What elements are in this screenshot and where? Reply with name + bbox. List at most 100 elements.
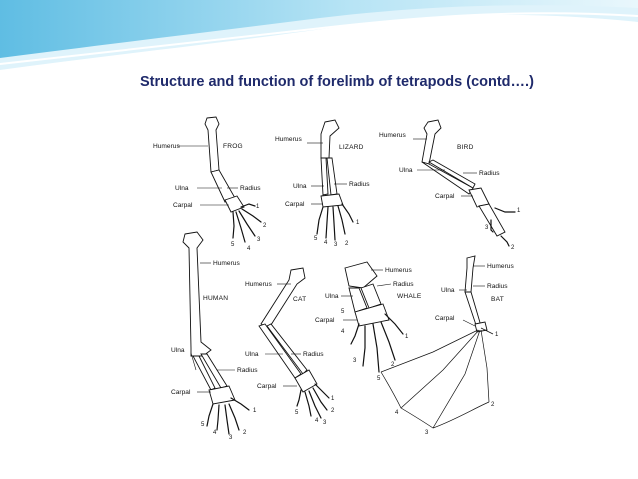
whale-name-label: WHALE [397, 293, 422, 300]
frog-digits [232, 203, 262, 243]
bird-ulna-label: Ulna [399, 167, 413, 174]
bat-digit-5: 5 [377, 376, 381, 382]
bird-name-label: BIRD [457, 144, 474, 151]
banner-wave-line [0, 12, 638, 65]
human-digit-3: 3 [229, 435, 233, 441]
cat-humerus-bone [260, 267, 306, 329]
whale-digit-1: 1 [405, 334, 409, 340]
bat-radius-bone [464, 291, 482, 329]
bat-wing-digits [380, 327, 494, 429]
human-name-label: HUMAN [203, 295, 228, 302]
human-digit-4: 4 [213, 430, 217, 436]
lizard-humerus-bone [320, 119, 340, 159]
human-forelimb: Humerus HUMAN Ulna Radius Carpal 1 2 3 4… [171, 231, 258, 441]
whale-forelimb: Humerus Radius Ulna WHALE Carpal 1 2 3 4… [315, 261, 422, 373]
slide-title: Structure and function of forelimb of te… [140, 74, 534, 90]
bat-humerus-label: Humerus [487, 263, 514, 270]
bird-digits [490, 207, 516, 247]
frog-humerus-label: Humerus [153, 143, 180, 150]
lizard-digit-3: 3 [334, 242, 338, 248]
whale-humerus-label: Humerus [385, 267, 412, 274]
whale-ulna-label: Ulna [325, 293, 339, 300]
cat-digits [296, 383, 330, 419]
lizard-carpal-bone [320, 193, 344, 208]
bird-digit-1: 1 [517, 208, 521, 214]
lizard-digit-2: 2 [345, 241, 349, 247]
lizard-forelimb: Humerus LIZARD Ulna Radius Carpal 1 2 3 … [275, 119, 370, 248]
human-radius-label: Radius [237, 367, 258, 374]
cat-ulna-bone [258, 323, 302, 379]
bat-radius-label: Radius [487, 283, 508, 290]
cat-ulna-label: Ulna [245, 351, 259, 358]
lizard-digit-4: 4 [324, 240, 328, 246]
cat-digit-2: 2 [331, 408, 335, 414]
lizard-radius-label: Radius [349, 181, 370, 188]
forelimb-diagram: Humerus FROG Ulna Radius Carpal 1 2 3 4 … [153, 116, 521, 441]
bat-digit-4: 4 [395, 410, 399, 416]
whale-carpal-label: Carpal [315, 317, 335, 324]
human-digit-2: 2 [243, 430, 247, 436]
lizard-digit-1: 1 [356, 220, 360, 226]
bat-carpal-label: Carpal [435, 315, 455, 322]
frog-digit-5: 5 [231, 242, 235, 248]
cat-humerus-label: Humerus [245, 281, 272, 288]
cat-carpal-label: Carpal [257, 383, 277, 390]
bat-digit-3: 3 [425, 430, 429, 436]
human-digits [206, 397, 250, 435]
cat-name-label: CAT [293, 296, 306, 303]
human-digit-5: 5 [201, 422, 205, 428]
cat-digit-4: 4 [315, 418, 319, 424]
whale-digit-3: 3 [353, 358, 357, 364]
bird-radius-label: Radius [479, 170, 500, 177]
bird-forelimb: Humerus BIRD Ulna Radius Carpal 1 2 3 [379, 119, 521, 251]
whale-digit-4: 4 [341, 329, 345, 335]
frog-forelimb: Humerus FROG Ulna Radius Carpal 1 2 3 4 … [153, 116, 267, 252]
human-ulna-bone [192, 355, 216, 391]
frog-carpal-bone [224, 195, 245, 213]
bat-digit-2: 2 [491, 402, 495, 408]
whale-ulna-bone [348, 287, 368, 313]
lizard-radius-bone [326, 157, 338, 196]
frog-digit-1: 1 [256, 204, 260, 210]
human-digit-1: 1 [253, 408, 257, 414]
bat-digit-1: 1 [495, 332, 499, 338]
frog-digit-2: 2 [263, 223, 267, 229]
frog-digit-3: 3 [257, 237, 261, 243]
bat-ulna-label: Ulna [441, 287, 455, 294]
human-humerus-bone [182, 231, 212, 357]
whale-carpal-bone [354, 303, 390, 327]
frog-humerus-bone [204, 116, 220, 173]
bird-humerus-label: Humerus [379, 132, 406, 139]
lizard-digits [316, 203, 354, 241]
bird-humerus-bone [421, 119, 442, 165]
cat-forelimb: Humerus CAT Ulna Radius Carpal 1 2 3 4 5 [245, 267, 335, 426]
bat-forelimb: Humerus Radius Ulna BAT Carpal 1 2 3 4 5 [377, 255, 514, 436]
cat-digit-3: 3 [323, 420, 327, 426]
frog-ulna-label: Ulna [175, 185, 189, 192]
cat-radius-label: Radius [303, 351, 324, 358]
whale-humerus-bone [344, 261, 378, 289]
lizard-ulna-label: Ulna [293, 183, 307, 190]
whale-radius-bone [360, 283, 382, 309]
bird-digit-3: 3 [485, 225, 489, 231]
lizard-name-label: LIZARD [339, 144, 364, 151]
frog-carpal-label: Carpal [173, 202, 193, 209]
cat-digit-5: 5 [295, 410, 299, 416]
human-ulna-label: Ulna [171, 347, 185, 354]
lizard-ulna-bone [320, 157, 329, 196]
lizard-carpal-label: Carpal [285, 201, 305, 208]
whale-radius-label: Radius [393, 281, 414, 288]
cat-radius-bone [266, 323, 308, 375]
human-humerus-label: Humerus [213, 260, 240, 267]
whale-digits [350, 313, 404, 373]
whale-digit-2: 2 [391, 362, 395, 368]
header-wave-banner [0, 0, 638, 70]
frog-digit-4: 4 [247, 246, 251, 252]
bat-name-label: BAT [491, 296, 504, 303]
bat-humerus-bone [464, 255, 476, 293]
bird-digit-2: 2 [511, 245, 515, 251]
lizard-digit-5: 5 [314, 236, 318, 242]
bird-carpal-label: Carpal [435, 193, 455, 200]
human-carpal-label: Carpal [171, 389, 191, 396]
